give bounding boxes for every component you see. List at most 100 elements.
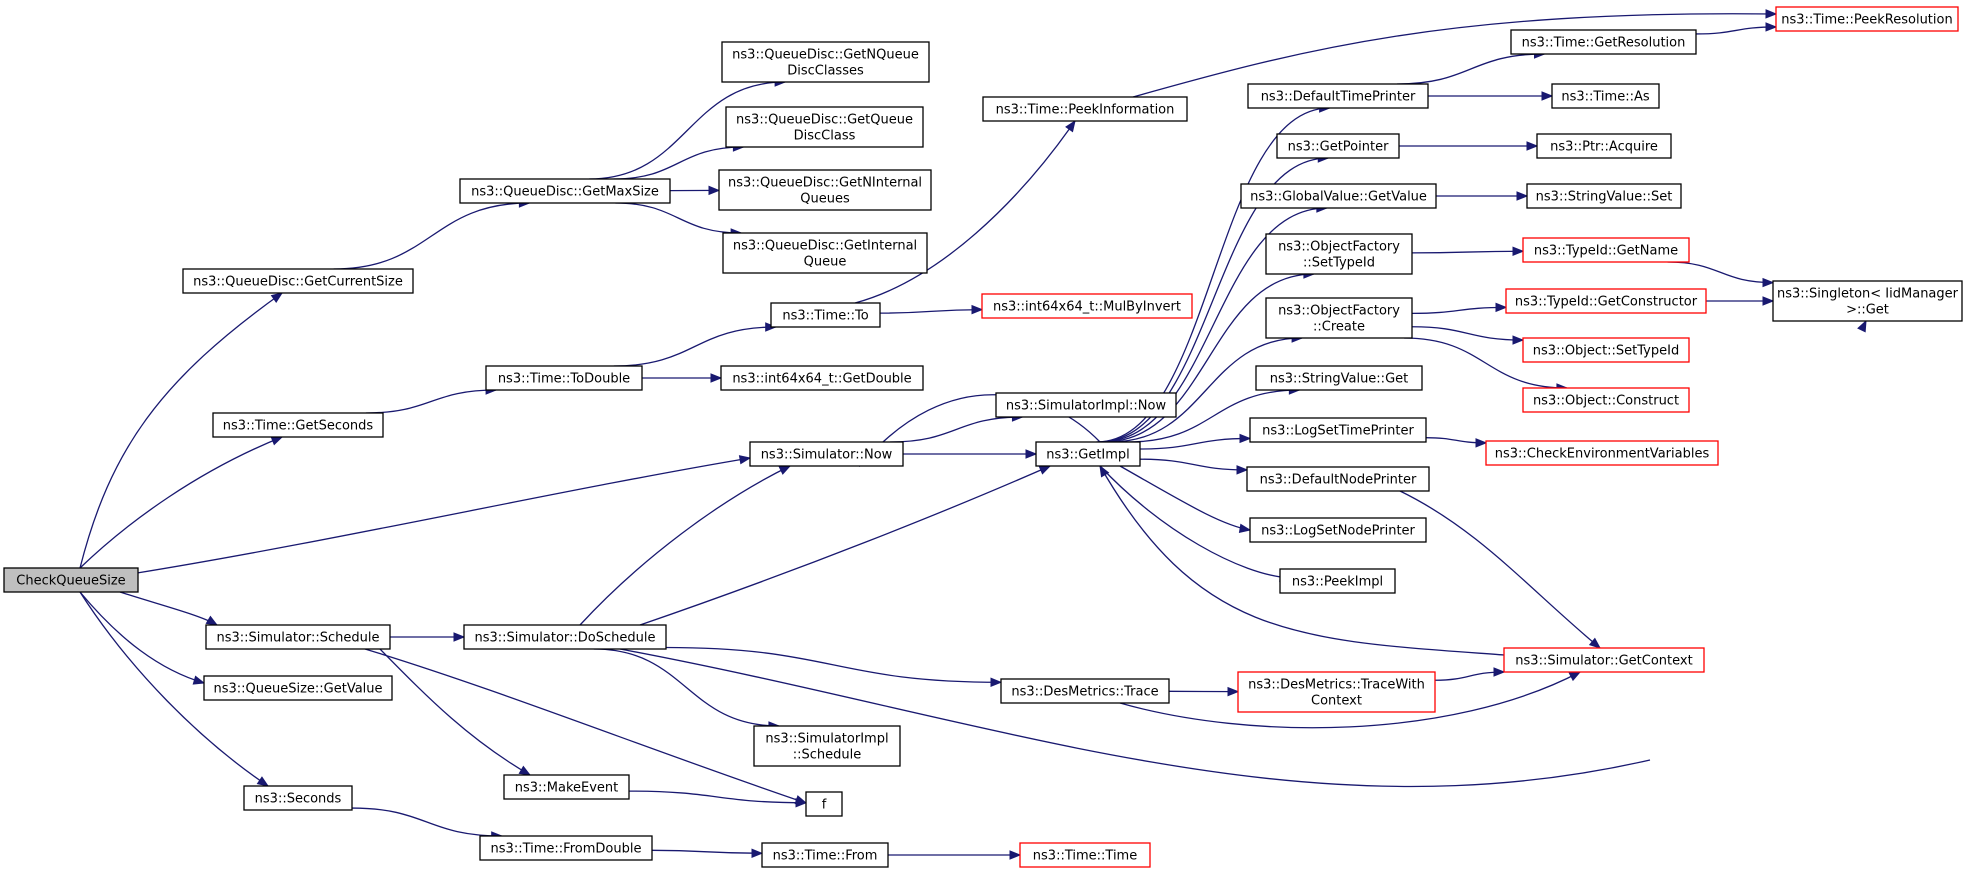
node-time_as[interactable]: ns3::Time::As — [1551, 83, 1660, 109]
node-logsetnodeprinter[interactable]: ns3::LogSetNodePrinter — [1249, 517, 1427, 543]
node-default_time_printer[interactable]: ns3::DefaultTimePrinter — [1247, 83, 1429, 109]
node-simimpl_now[interactable]: ns3::SimulatorImpl::Now — [995, 392, 1177, 418]
node-qd_maxsize[interactable]: ns3::QueueDisc::GetMaxSize — [459, 178, 671, 204]
node-label: ns3::Object::Construct — [1533, 394, 1679, 409]
node-box — [485, 365, 643, 391]
arrowhead-time_from-to-time_time — [1009, 850, 1022, 860]
node-int64_getdouble[interactable]: ns3::int64x64_t::GetDouble — [720, 365, 924, 391]
edge-sim_getcontext-to-getimpl — [1099, 465, 1505, 656]
node-int64_mulbyinvert[interactable]: ns3::int64x64_t::MulByInvert — [981, 293, 1193, 319]
node-label: ns3::DesMetrics::Trace — [1011, 685, 1158, 700]
node-desmetrics_trace[interactable]: ns3::DesMetrics::Trace — [1000, 678, 1170, 704]
node-sim_doschedule[interactable]: ns3::Simulator::DoSchedule — [463, 624, 667, 650]
node-box — [1019, 842, 1151, 868]
node-label: ns3::SimulatorImpl::Now — [1006, 399, 1167, 414]
node-time_getres[interactable]: ns3::Time::GetResolution — [1510, 29, 1697, 55]
arrowhead-time_fromdouble-to-time_from — [751, 848, 764, 859]
edge-time_to-to-int64_mulbyinvert — [879, 308, 983, 314]
node-label: ns3::Simulator::GetContext — [1515, 654, 1692, 669]
node-label: Queues — [800, 192, 850, 207]
node-singleton_get[interactable]: ns3::Singleton< IidManager>::Get — [1772, 280, 1963, 322]
node-f[interactable]: f — [805, 791, 843, 817]
node-label: ns3::Simulator::DoSchedule — [474, 631, 655, 646]
node-box — [1000, 678, 1170, 704]
arrowhead-sim_schedule-to-sim_doschedule — [453, 632, 466, 642]
edge-getimpl-to-of_create — [1110, 337, 1303, 443]
edge-check-to-sim_now — [136, 457, 751, 574]
node-getpointer[interactable]: ns3::GetPointer — [1276, 133, 1400, 159]
edge-time_fromdouble-to-time_from — [651, 849, 763, 854]
node-makeevent[interactable]: ns3::MakeEvent — [503, 774, 630, 800]
edge-check-to-sim_schedule — [119, 591, 218, 626]
node-time_peekinfo[interactable]: ns3::Time::PeekInformation — [982, 96, 1188, 122]
node-box — [753, 725, 901, 767]
edge-of_create-to-object_construct — [1404, 337, 1567, 389]
arrowhead-desmetrics_trace-to-sim_getcontext — [1568, 671, 1582, 682]
node-box — [182, 268, 414, 294]
node-ptr_acquire[interactable]: ns3::Ptr::Acquire — [1536, 133, 1672, 159]
node-box — [1526, 183, 1682, 209]
node-time_todouble[interactable]: ns3::Time::ToDouble — [485, 365, 643, 391]
node-sim_now[interactable]: ns3::Simulator::Now — [749, 441, 904, 467]
node-check[interactable]: CheckQueueSize — [3, 567, 139, 593]
node-queuesize_getvalue[interactable]: ns3::QueueSize::GetValue — [203, 675, 393, 701]
node-label: ns3::QueueDisc::GetInternal — [733, 239, 917, 254]
node-typeid_getctor[interactable]: ns3::TypeId::GetConstructor — [1505, 288, 1707, 314]
node-time_time[interactable]: ns3::Time::Time — [1019, 842, 1151, 868]
node-stringvalue_set[interactable]: ns3::StringValue::Set — [1526, 183, 1682, 209]
node-label: ns3::CheckEnvironmentVariables — [1495, 447, 1710, 462]
node-global_getvalue[interactable]: ns3::GlobalValue::GetValue — [1240, 183, 1437, 209]
node-time_from[interactable]: ns3::Time::From — [761, 842, 889, 868]
arrowhead-global_getvalue-to-stringvalue_set — [1516, 191, 1529, 201]
node-label: ns3::GlobalValue::GetValue — [1250, 190, 1427, 205]
node-qd_currentsize[interactable]: ns3::QueueDisc::GetCurrentSize — [182, 268, 414, 294]
arrowhead-sim_doschedule-to-getimpl — [1038, 465, 1052, 475]
edge-sim_schedule-to-f — [364, 648, 807, 804]
node-box — [981, 293, 1193, 319]
edge-makeevent-to-f — [628, 790, 807, 804]
node-time_peekres[interactable]: ns3::Time::PeekResolution — [1775, 6, 1959, 32]
node-seconds[interactable]: ns3::Seconds — [243, 785, 353, 811]
arrowhead-getimpl-to-default_node_printer — [1236, 465, 1249, 475]
node-default_node_printer[interactable]: ns3::DefaultNodePrinter — [1246, 466, 1430, 492]
node-sim_schedule[interactable]: ns3::Simulator::Schedule — [205, 624, 391, 650]
edge-of_create-to-object_settypeid — [1411, 326, 1524, 341]
node-box — [805, 791, 843, 817]
node-box — [995, 392, 1177, 418]
edge-check-to-qd_currentsize — [79, 292, 283, 569]
node-object_construct[interactable]: ns3::Object::Construct — [1522, 387, 1690, 413]
node-typeid_getname[interactable]: ns3::TypeId::GetName — [1522, 237, 1690, 263]
node-logsettimeprinter[interactable]: ns3::LogSetTimePrinter — [1249, 417, 1427, 443]
node-label: ::SetTypeId — [1303, 256, 1375, 271]
edge-getimpl-to-logsettimeprinter — [1139, 437, 1251, 450]
node-label: ns3::ObjectFactory — [1278, 240, 1400, 255]
arrowhead-check-to-sim_now — [738, 455, 752, 465]
node-box — [205, 624, 391, 650]
node-peekimpl[interactable]: ns3::PeekImpl — [1279, 568, 1396, 594]
arrowhead-time_to-to-int64_mulbyinvert — [971, 304, 984, 315]
node-time_fromdouble[interactable]: ns3::Time::FromDouble — [479, 835, 653, 861]
node-time_getseconds[interactable]: ns3::Time::GetSeconds — [212, 412, 384, 438]
node-sim_getcontext[interactable]: ns3::Simulator::GetContext — [1503, 647, 1705, 673]
arrowhead-sim_doschedule-to-desmetrics_trace — [990, 677, 1003, 688]
node-label: ns3::Time::GetSeconds — [223, 419, 374, 434]
node-of_create[interactable]: ns3::ObjectFactory::Create — [1265, 297, 1413, 339]
edge-check-to-time_getseconds — [79, 436, 283, 569]
node-getimpl[interactable]: ns3::GetImpl — [1035, 441, 1141, 467]
node-object_settypeid[interactable]: ns3::Object::SetTypeId — [1522, 337, 1690, 363]
nodes-layer: CheckQueueSize ns3::QueueDisc::GetCurrent… — [3, 6, 1963, 868]
node-stringvalue_get[interactable]: ns3::StringValue::Get — [1255, 365, 1423, 391]
node-label: DiscClasses — [787, 64, 864, 79]
edge-check-to-seconds — [79, 591, 269, 787]
node-label: DiscClass — [794, 129, 856, 144]
node-simimpl_schedule[interactable]: ns3::SimulatorImpl::Schedule — [753, 725, 901, 767]
node-time_to[interactable]: ns3::Time::To — [770, 302, 881, 328]
node-checkenv[interactable]: ns3::CheckEnvironmentVariables — [1485, 440, 1719, 466]
node-of_settypeid[interactable]: ns3::ObjectFactory::SetTypeId — [1265, 233, 1413, 275]
node-label: ns3::ObjectFactory — [1278, 304, 1400, 319]
